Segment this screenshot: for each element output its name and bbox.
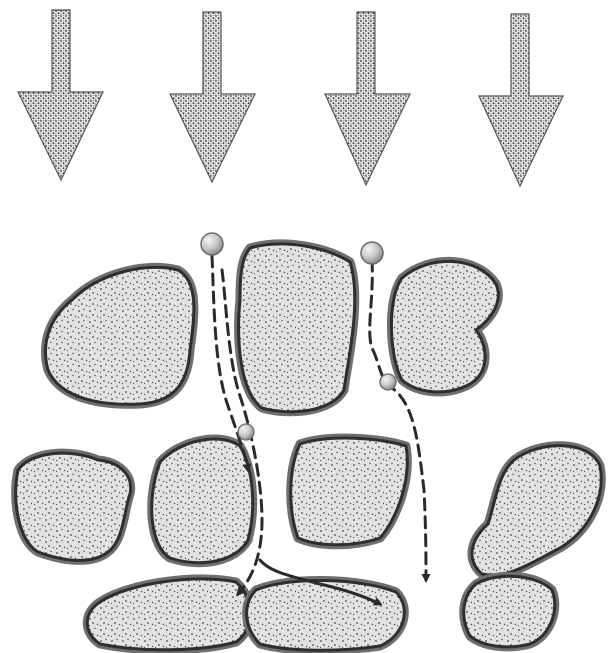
soil-grain: [247, 580, 405, 650]
soil-grain: [87, 579, 250, 650]
sphere-icon: [201, 233, 223, 255]
sphere-icon: [238, 424, 254, 440]
soil-grain: [239, 244, 355, 412]
down-arrow-icon: [18, 10, 103, 180]
down-arrow-icon: [325, 12, 410, 185]
down-arrow-icon: [479, 14, 563, 186]
soil-grain: [472, 446, 601, 575]
down-arrow-icon: [170, 12, 255, 182]
arrow-group: [18, 10, 563, 186]
soil-grain: [391, 261, 498, 391]
soil-grain: [152, 439, 253, 563]
soil-grain: [291, 438, 408, 545]
grain-group: [16, 244, 601, 650]
soil-grain: [45, 267, 193, 404]
soil-grain: [464, 576, 555, 647]
sphere-icon: [361, 242, 383, 264]
sphere-icon: [380, 374, 396, 390]
soil-grain: [16, 453, 131, 560]
